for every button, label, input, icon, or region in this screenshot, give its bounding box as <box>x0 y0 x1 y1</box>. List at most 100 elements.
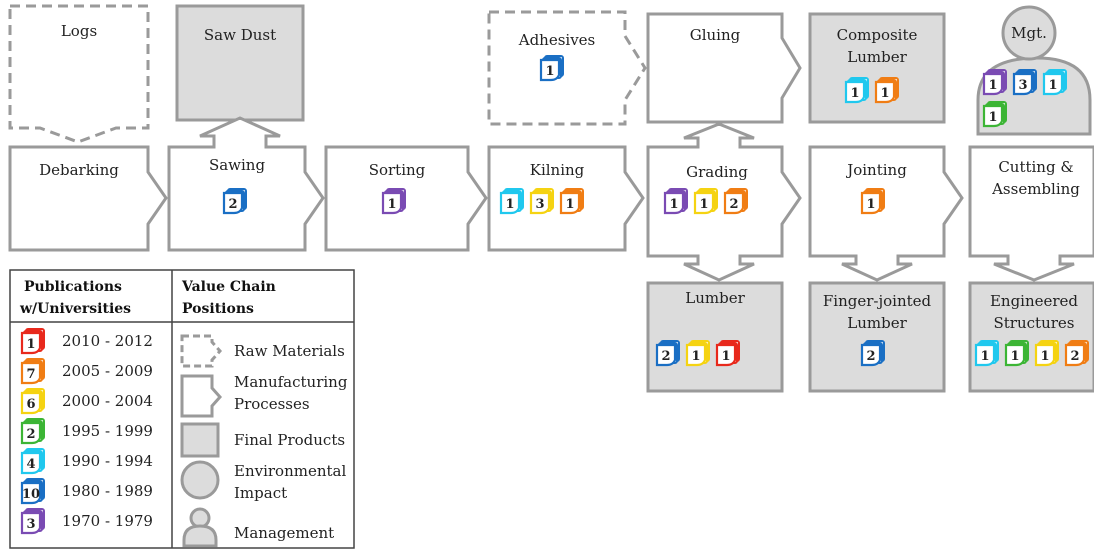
publication-badge: 2 <box>723 188 748 215</box>
publication-badge: 1 <box>539 55 564 82</box>
publication-count: 1 <box>1040 349 1049 364</box>
publication-badge: 6 <box>20 388 45 415</box>
sawing-shape <box>167 116 325 252</box>
legend-final-products-icon <box>180 422 220 458</box>
badges-mgt-row2: 1 <box>982 101 1007 128</box>
publication-badge: 1 <box>559 188 584 215</box>
publication-badge: 1 <box>663 188 688 215</box>
logs-shape <box>8 4 150 144</box>
fj-label-1: Finger-jointed <box>823 292 932 310</box>
kilning-label: Kilning <box>530 161 585 179</box>
publication-count: 3 <box>535 197 544 212</box>
publication-badge: 1 <box>20 328 45 355</box>
publication-badge: 1 <box>1034 340 1059 367</box>
publication-count: 3 <box>26 517 35 532</box>
publication-badge: 1 <box>499 188 524 215</box>
fj-label-2: Lumber <box>847 314 907 332</box>
publication-count: 2 <box>729 197 738 212</box>
legend-pub-header-1: Publications <box>24 279 122 295</box>
publication-count: 10 <box>22 487 40 502</box>
publication-count: 1 <box>699 197 708 212</box>
legend-period-label: 1995 - 1999 <box>62 422 153 440</box>
cutting-assembling-shape <box>968 145 1094 282</box>
legend-manufacturing-label-2: Processes <box>234 395 310 413</box>
publication-count: 1 <box>980 349 989 364</box>
publication-count: 1 <box>545 64 554 79</box>
legend-raw-materials-label: Raw Materials <box>234 342 345 360</box>
publication-badge: 7 <box>20 358 45 385</box>
saw-dust-shape <box>175 4 305 122</box>
legend-pub-header-2: w/Universities <box>19 301 131 317</box>
gluing-shape <box>646 12 802 124</box>
badges-kilning: 1 3 1 <box>499 188 584 215</box>
publication-count: 1 <box>880 86 889 101</box>
publication-badge: 1 <box>715 340 740 367</box>
jointing-shape <box>808 145 964 282</box>
publication-count: 1 <box>565 197 574 212</box>
legend-vc-header-1: Value Chain <box>181 279 276 295</box>
eng-label-1: Engineered <box>990 292 1078 310</box>
publication-badge: 1 <box>844 77 869 104</box>
publication-count: 2 <box>228 197 237 212</box>
adhesives-shape <box>487 10 647 126</box>
finger-jointed-lumber-shape <box>808 281 946 393</box>
eng-label-2: Structures <box>994 314 1075 332</box>
composite-lumber-shape <box>808 12 946 124</box>
publication-badge: 1 <box>1042 69 1067 96</box>
publication-badge: 4 <box>20 448 45 475</box>
lumber-label: Lumber <box>685 289 745 307</box>
badges-jointing: 1 <box>860 188 885 215</box>
publication-badge: 1 <box>381 188 406 215</box>
legend-environmental-label-2: Impact <box>234 484 287 502</box>
publication-count: 3 <box>1018 78 1027 93</box>
publication-badge: 3 <box>20 508 45 535</box>
saw-dust-label: Saw Dust <box>204 26 276 44</box>
gluing-label: Gluing <box>690 26 741 44</box>
sawing-label: Sawing <box>209 156 266 174</box>
legend-management-icon <box>182 507 218 548</box>
publication-count: 2 <box>26 427 35 442</box>
publication-badge: 1 <box>693 188 718 215</box>
legend-period-label: 2000 - 2004 <box>62 392 153 410</box>
publication-count: 1 <box>26 337 35 352</box>
sorting-label: Sorting <box>369 161 426 179</box>
jointing-label: Jointing <box>845 161 907 179</box>
engineered-structures-shape <box>968 281 1094 393</box>
legend: Publications w/Universities Value Chain … <box>9 269 355 549</box>
badges-adhesives: 1 <box>539 55 564 82</box>
publication-count: 1 <box>988 110 997 125</box>
composite-label-1: Composite <box>837 26 918 44</box>
publication-badge: 1 <box>982 69 1007 96</box>
composite-label-2: Lumber <box>847 48 907 66</box>
legend-management-label: Management <box>234 524 334 542</box>
publication-badge: 3 <box>1012 69 1037 96</box>
lumber-shape <box>646 281 784 393</box>
publication-count: 1 <box>721 349 730 364</box>
publication-count: 1 <box>850 86 859 101</box>
publication-badge: 2 <box>860 340 885 367</box>
publication-badge: 2 <box>222 188 247 215</box>
publication-count: 1 <box>387 197 396 212</box>
mgt-head-shape <box>1001 5 1057 61</box>
publication-badge: 3 <box>529 188 554 215</box>
publication-count: 1 <box>691 349 700 364</box>
badges-sawing: 2 <box>222 188 247 215</box>
publication-count: 1 <box>505 197 514 212</box>
legend-environmental-label-1: Environmental <box>234 462 346 480</box>
grading-label: Grading <box>686 163 748 181</box>
publication-count: 2 <box>866 349 875 364</box>
legend-period-label: 1970 - 1979 <box>62 512 153 530</box>
publication-count: 4 <box>26 457 35 472</box>
adhesives-label: Adhesives <box>518 31 596 49</box>
badges-sorting: 1 <box>381 188 406 215</box>
publication-badge: 1 <box>982 101 1007 128</box>
publication-count: 1 <box>988 78 997 93</box>
debarking-label: Debarking <box>39 161 119 179</box>
publication-count: 1 <box>1048 78 1057 93</box>
publication-badge: 2 <box>655 340 680 367</box>
